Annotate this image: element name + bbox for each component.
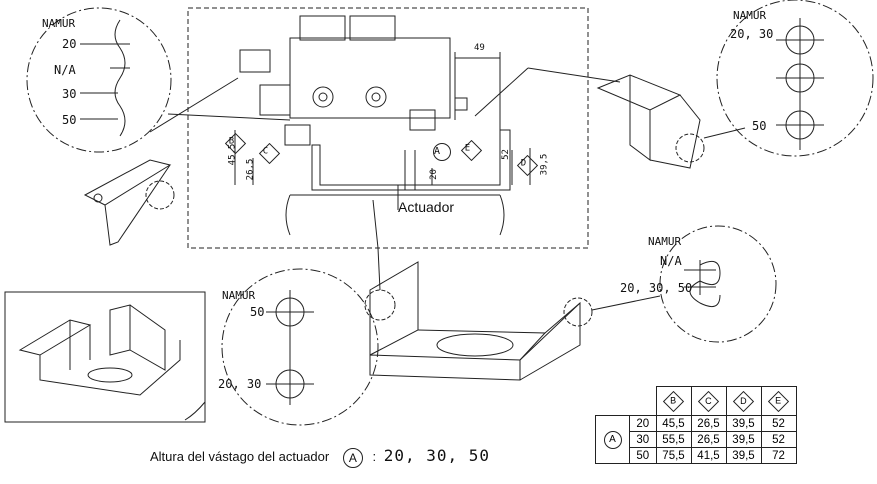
dim-26-5: 26,5 <box>245 158 256 181</box>
marker-c: C <box>258 142 281 165</box>
mr-label-20-30-50: 20, 30, 50 <box>620 281 693 295</box>
th-e: E <box>760 386 797 416</box>
marker-a: A <box>433 143 451 161</box>
zoom-circle-top-left <box>26 7 172 153</box>
cell: 72 <box>760 447 797 464</box>
row-symbol-a: A <box>595 415 630 464</box>
cell: 26,5 <box>690 431 727 448</box>
dim-49: 49 <box>474 43 485 53</box>
actuator-label: Actuador <box>398 199 455 215</box>
caption-values: 20, 30, 50 <box>383 446 491 465</box>
caption-symbol-a: A <box>342 447 363 468</box>
th-b: B <box>655 386 692 416</box>
tl-label-50: 50 <box>62 113 77 127</box>
namur-label-tl: NAMUR <box>42 17 76 30</box>
cell: 52 <box>760 415 797 432</box>
zoom-circle-mid-right <box>659 225 777 343</box>
tl-label-30: 30 <box>62 87 77 101</box>
cell: 39,5 <box>725 447 762 464</box>
tr-label-50: 50 <box>752 119 767 133</box>
tl-label-20: 20 <box>62 37 77 51</box>
cell: 39,5 <box>725 431 762 448</box>
stem-height-caption: Altura del vástago del actuador A : 20, … <box>150 446 490 468</box>
dim-39-5: 39,5 <box>539 153 550 176</box>
caption-text: Altura del vástago del actuador <box>150 449 330 464</box>
cell: 39,5 <box>725 415 762 432</box>
cell: 55,5 <box>655 431 692 448</box>
actuator-frame <box>187 7 589 249</box>
dim-52: 52 <box>500 149 511 160</box>
namur-label-bl: NAMUR <box>222 289 256 302</box>
tr-label-20-30: 20, 30 <box>730 27 774 41</box>
dim-20: 20 <box>428 169 439 180</box>
bl-label-20-30: 20, 30 <box>218 377 262 391</box>
inset-box <box>4 291 206 423</box>
caption-colon: : <box>372 449 377 464</box>
mr-label-na: N/A <box>660 254 682 268</box>
bl-label-50: 50 <box>250 305 265 319</box>
zoom-circle-bottom-left <box>221 268 379 426</box>
cell: 26,5 <box>690 415 727 432</box>
cell: 41,5 <box>690 447 727 464</box>
th-c: C <box>690 386 727 416</box>
namur-label-tr: NAMUR <box>733 9 767 22</box>
zoom-circle-top-right <box>716 0 874 157</box>
row-h-50: 50 <box>629 447 657 464</box>
cell: 45,5 <box>655 415 692 432</box>
th-d: D <box>725 386 762 416</box>
tl-label-na: N/A <box>54 63 76 77</box>
row-h-30: 30 <box>629 431 657 448</box>
marker-b: B <box>224 132 247 155</box>
row-h-20: 20 <box>629 415 657 432</box>
marker-e: E <box>460 139 483 162</box>
cell: 52 <box>760 431 797 448</box>
marker-d: D <box>516 154 539 177</box>
dimension-table: B C D E A 20 45,5 26,5 39,5 52 30 55,5 2… <box>595 386 797 464</box>
namur-label-mr: NAMUR <box>648 235 682 248</box>
cell: 75,5 <box>655 447 692 464</box>
